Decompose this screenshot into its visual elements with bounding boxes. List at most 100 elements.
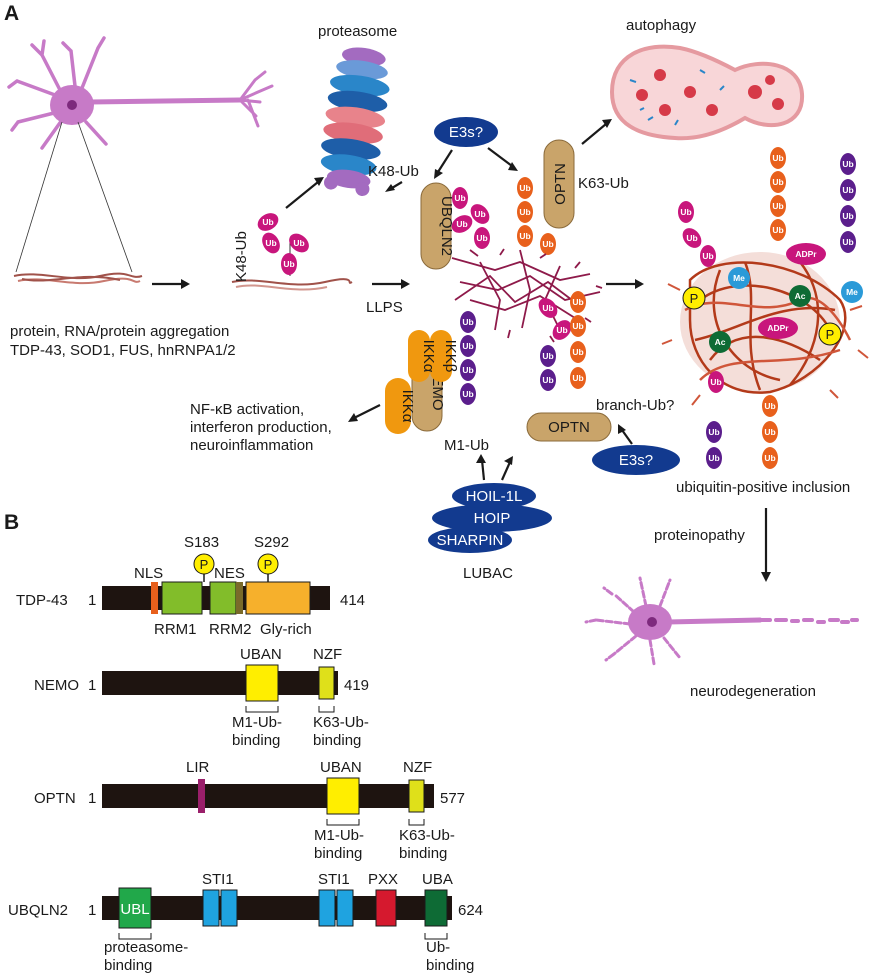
svg-text:Ub: Ub	[842, 237, 853, 247]
gly-rich-domain	[245, 581, 311, 615]
e3-ellipse-top	[434, 117, 498, 147]
svg-text:Ub: Ub	[454, 193, 465, 203]
arrow-e3-to-k48	[437, 149, 453, 173]
svg-text:Ac: Ac	[715, 337, 726, 347]
branch-ub-chains: Ub Ub Ub Ub Ub Ub Ub Ub	[538, 291, 586, 391]
svg-text:Ub: Ub	[474, 209, 485, 219]
svg-text:M1-Ub-: M1-Ub-	[232, 714, 282, 731]
arrow-to-autophagy	[581, 123, 607, 145]
uban-domain	[326, 777, 360, 815]
svg-text:Ub: Ub	[265, 238, 276, 248]
svg-text:Ub: Ub	[462, 317, 473, 327]
ptm-markers: P P Me Me Ac Ac ADPr ADPr	[682, 243, 863, 353]
svg-text:Ub: Ub	[686, 233, 697, 243]
svg-text:Ub: Ub	[572, 321, 583, 331]
svg-text:Ub: Ub	[764, 453, 775, 463]
inclusion-label: ubiquitin-positive inclusion	[676, 479, 850, 496]
svg-text:binding: binding	[313, 732, 361, 749]
svg-text:Ub: Ub	[710, 377, 721, 387]
nls-domain	[151, 582, 158, 614]
k48-ub-label-top: K48-Ub	[368, 163, 419, 180]
svg-text:Ub: Ub	[519, 183, 530, 193]
rrm1-domain	[161, 581, 203, 615]
proteinopathy-label: proteinopathy	[654, 527, 745, 544]
healthy-neuron-icon	[7, 36, 274, 150]
hoil-ellipse	[452, 483, 536, 509]
svg-text:OPTN: OPTN	[34, 790, 76, 807]
svg-text:Me: Me	[733, 273, 745, 283]
m1-ub-chain: Ub Ub Ub Ub	[460, 311, 476, 405]
nfkb-text-1: NF-κB activation,	[190, 401, 304, 418]
k63-ub-label: K63-Ub	[578, 175, 629, 192]
svg-text:Ub: Ub	[572, 373, 583, 383]
ikka-subunit	[385, 378, 411, 434]
sharpin-label: SHARPIN	[437, 532, 504, 549]
svg-text:RRM2: RRM2	[209, 621, 252, 638]
m1-ub-label: M1-Ub	[444, 437, 489, 454]
pxx-domain	[375, 889, 397, 927]
svg-text:Ub: Ub	[842, 185, 853, 195]
ubl-domain	[118, 887, 152, 929]
svg-text:Ub-: Ub-	[426, 939, 450, 956]
protein-strand-icon-2	[231, 278, 353, 291]
svg-text:Ub: Ub	[542, 239, 553, 249]
svg-text:419: 419	[344, 677, 369, 694]
uba-domain	[424, 889, 448, 927]
ubqln2-adaptor	[420, 182, 452, 270]
degenerating-neuron-icon	[584, 576, 859, 666]
optn-domain-map: OPTN 1 LIR UBAN NZF 577 M1-Ub- binding K…	[34, 759, 465, 862]
arrowhead	[618, 424, 626, 434]
svg-text:binding: binding	[232, 732, 280, 749]
svg-text:Ub: Ub	[462, 365, 473, 375]
svg-text:K63-Ub-: K63-Ub-	[399, 827, 455, 844]
svg-text:Ub: Ub	[764, 427, 775, 437]
arrow-to-proteasome	[285, 181, 319, 209]
sti1-domain-1a	[202, 889, 220, 927]
arrowhead	[348, 413, 358, 422]
sti1-domain-2a	[318, 889, 336, 927]
svg-text:Ub: Ub	[708, 453, 719, 463]
svg-text:Gly-rich: Gly-rich	[260, 621, 312, 638]
inclusion-ub-chains: Ub Ub Ub Ub Ub Ub Ub Ub Ub Ub Ub Ub Ub U…	[678, 147, 856, 469]
hoip-ellipse	[432, 504, 552, 532]
svg-text:UBL: UBL	[120, 901, 149, 918]
tdp43-domain-map: TDP-43 1 P P S183 S292 NLS NES 414 RRM1 …	[16, 534, 365, 638]
svg-text:STI1: STI1	[202, 871, 234, 888]
svg-text:S183: S183	[184, 534, 219, 551]
hoil-label: HOIL-1L	[466, 488, 523, 505]
svg-text:ADPr: ADPr	[767, 323, 789, 333]
svg-text:ADPr: ADPr	[795, 249, 817, 259]
svg-text:proteasome-: proteasome-	[104, 939, 188, 956]
svg-text:577: 577	[440, 790, 465, 807]
optn-label-bottom: OPTN	[548, 419, 590, 436]
arrow-e3-to-k63	[487, 147, 513, 167]
arrowhead	[602, 119, 612, 128]
svg-text:Ub: Ub	[542, 351, 553, 361]
svg-text:Ub: Ub	[556, 325, 567, 335]
nfkb-text-2: interferon production,	[190, 419, 332, 436]
arrow-to-nfkb	[353, 404, 381, 419]
sti1-domain-2b	[336, 889, 354, 927]
k48-ub-label-left: K48-Ub	[233, 231, 250, 282]
svg-text:Me: Me	[846, 287, 858, 297]
svg-text:Ub: Ub	[702, 251, 713, 261]
svg-text:Ub: Ub	[842, 211, 853, 221]
svg-text:Ub: Ub	[572, 347, 583, 357]
svg-text:NLS: NLS	[134, 565, 163, 582]
svg-text:1: 1	[88, 790, 96, 807]
protein-strand-icon	[13, 272, 143, 285]
ikkb-subunit	[430, 330, 452, 382]
sti1-domain-1b	[220, 889, 238, 927]
svg-text:UBAN: UBAN	[240, 646, 282, 663]
autophagosome-icon	[609, 44, 805, 141]
zoom-line-left	[15, 121, 63, 273]
protein-start: 1	[88, 592, 96, 609]
svg-text:Ub: Ub	[572, 297, 583, 307]
e3-label-bottom: E3s?	[619, 452, 653, 469]
svg-text:Ac: Ac	[795, 291, 806, 301]
lubac-label: LUBAC	[463, 565, 513, 582]
phospho-site-s183	[193, 553, 215, 575]
svg-text:Ub: Ub	[772, 201, 783, 211]
llps-label: LLPS	[366, 299, 403, 316]
neurodegeneration-label: neurodegeneration	[690, 683, 816, 700]
